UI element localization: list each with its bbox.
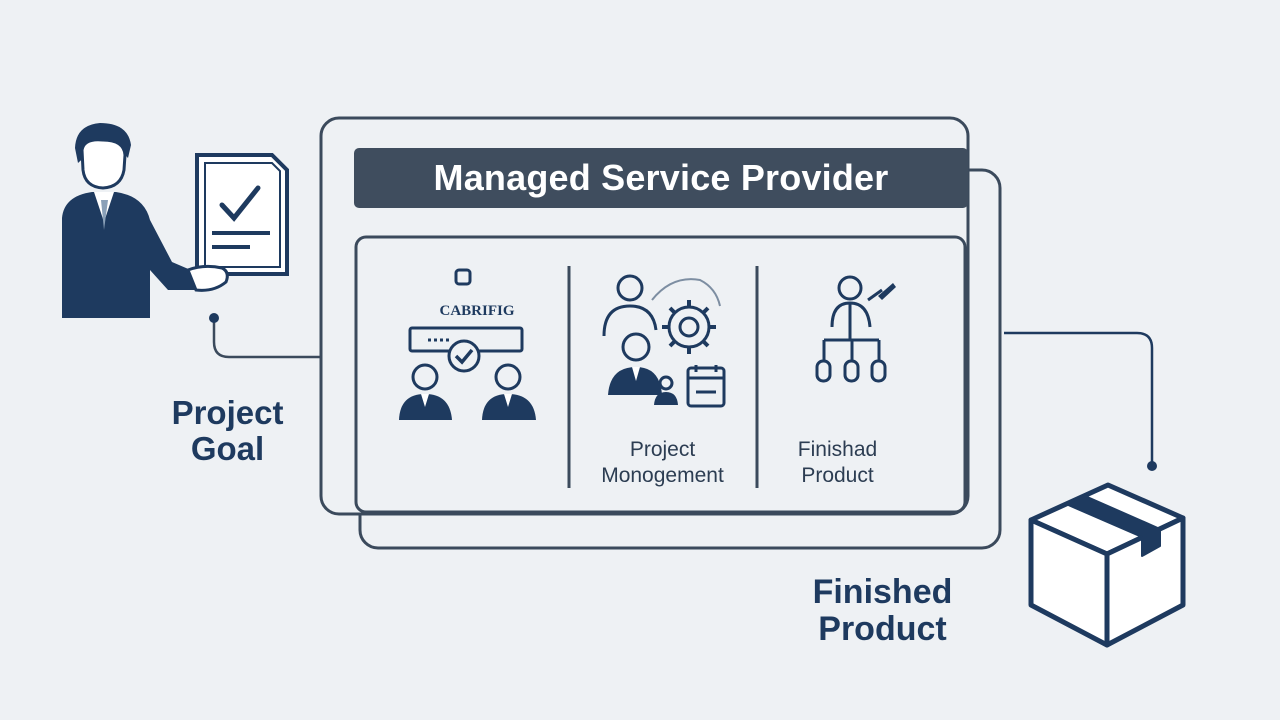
box-icon bbox=[1028, 482, 1186, 648]
connector-dot bbox=[209, 313, 219, 323]
person-icon bbox=[62, 123, 200, 318]
manager-body bbox=[608, 367, 662, 395]
team-approval-sublabel: CABRIFIG bbox=[439, 303, 515, 319]
finished-product-caption: Finishad Product bbox=[797, 438, 878, 487]
finished-product-label: Finished Product bbox=[812, 573, 953, 648]
connector-dot bbox=[1147, 461, 1157, 471]
diagram-title: Managed Service Provider bbox=[433, 157, 889, 198]
hierarchy-icon bbox=[815, 275, 887, 383]
person-right-body bbox=[482, 394, 536, 420]
output-connector bbox=[1004, 331, 1154, 462]
person-left-body bbox=[399, 394, 452, 420]
project-goal-label: Project Goal bbox=[171, 394, 284, 467]
project-management-caption: Project Monogement bbox=[601, 438, 724, 487]
inner-panel bbox=[354, 235, 967, 514]
calendar-marks bbox=[694, 365, 718, 394]
hand-icon bbox=[186, 264, 229, 292]
document-icon bbox=[195, 153, 289, 276]
pen-icon bbox=[878, 283, 896, 300]
project-management-icon bbox=[602, 274, 726, 408]
input-connector bbox=[212, 318, 321, 359]
title-bar bbox=[354, 148, 968, 208]
team-approval-icon bbox=[408, 268, 524, 391]
small-person-body bbox=[654, 392, 678, 405]
